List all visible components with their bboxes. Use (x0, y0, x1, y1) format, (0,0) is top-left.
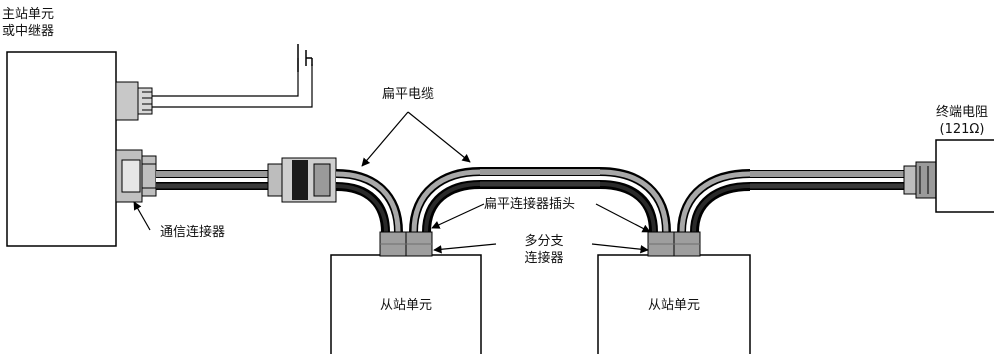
communication-connector (115, 149, 157, 203)
flat-connector-plug-label: 扁平连接器插头 (484, 197, 576, 212)
multidrop-connector-label-line2: 连接器 (524, 251, 564, 266)
battery-icon (297, 44, 313, 72)
power-connector (115, 81, 153, 121)
slave-unit-1-label: 从站单元 (379, 298, 432, 313)
slave-unit-2-box (597, 254, 751, 354)
terminator-label-line1: 终端电阻 (935, 105, 988, 120)
master-unit-label-line1: 主站单元 (2, 7, 55, 22)
power-wires (152, 58, 313, 108)
master-unit-label-line2: 或中继器 (2, 24, 55, 39)
slave-unit-1-box (330, 254, 482, 354)
comm-connector-label: 通信连接器 (160, 225, 226, 240)
terminator-box (935, 139, 994, 213)
annotation-arrows (133, 111, 651, 254)
terminator-label-line2: (121Ω) (939, 122, 985, 137)
multidrop-connector-2 (647, 231, 701, 257)
master-unit-box (6, 51, 117, 247)
multidrop-connector-label-line1: 多分支 (524, 234, 564, 249)
flat-cable (156, 157, 904, 233)
inline-cable-plug (267, 157, 337, 203)
multidrop-connector-1 (379, 231, 433, 257)
terminator-plug (903, 161, 937, 199)
flat-cable-label: 扁平电缆 (382, 87, 435, 102)
slave-unit-2-label: 从站单元 (647, 298, 700, 313)
